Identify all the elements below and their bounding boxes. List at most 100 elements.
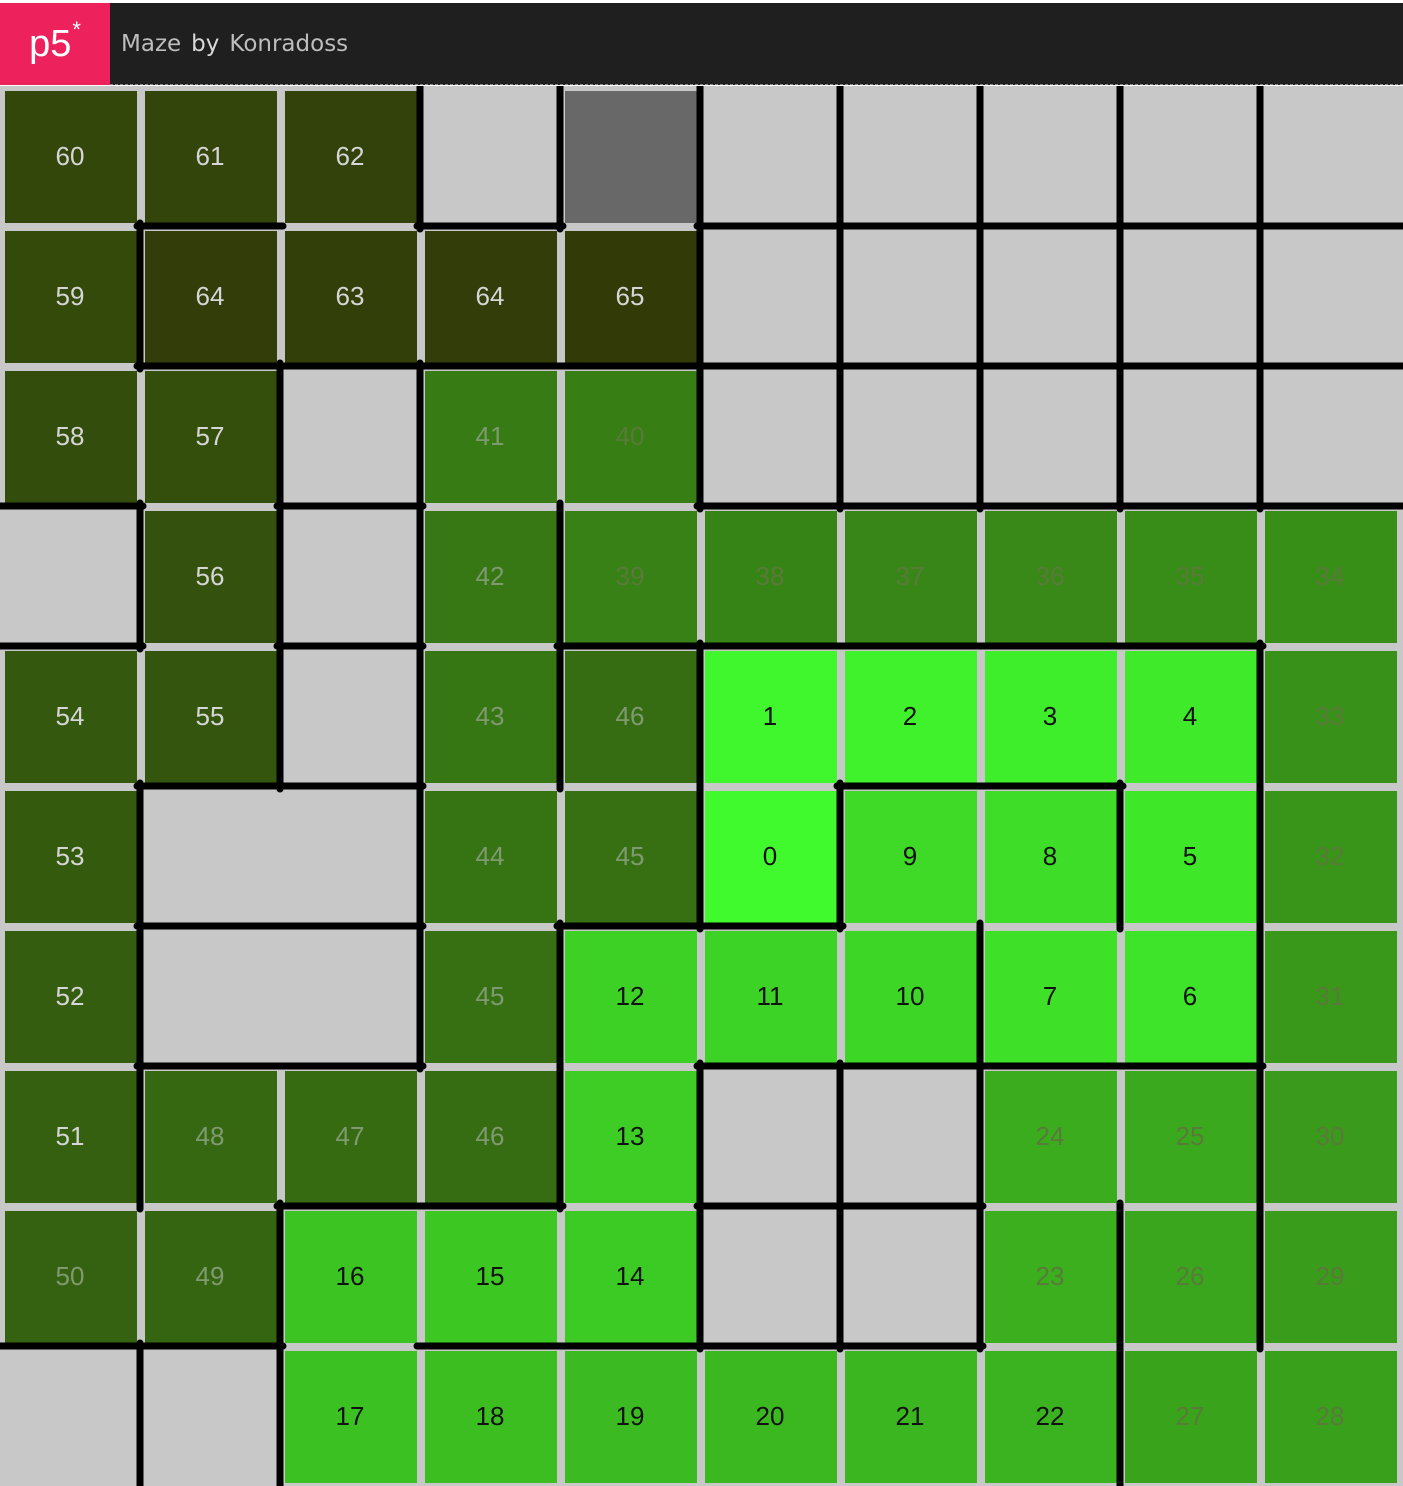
maze-cell <box>145 931 277 1063</box>
maze-cell <box>285 1071 417 1203</box>
maze-cell <box>845 931 977 1063</box>
maze-cell <box>565 91 697 223</box>
maze-cell <box>425 651 557 783</box>
maze-cell-number: 45 <box>616 841 645 871</box>
maze-cell-number: 65 <box>616 281 645 311</box>
maze-cell <box>145 1071 277 1203</box>
maze-cell-number: 7 <box>1043 981 1057 1011</box>
maze-cell-number: 22 <box>1036 1401 1065 1431</box>
maze-cell-number: 3 <box>1043 701 1057 731</box>
maze-cell <box>705 91 837 223</box>
p5-logo[interactable]: p5* <box>0 3 110 85</box>
maze-cell-number: 19 <box>616 1401 645 1431</box>
maze-cell-number: 57 <box>196 421 225 451</box>
maze-cell-number: 4 <box>1183 701 1197 731</box>
maze-cell <box>145 1211 277 1343</box>
maze-cell-number: 26 <box>1176 1261 1205 1291</box>
maze-cell <box>285 791 417 923</box>
maze-cell <box>145 791 277 923</box>
maze-cell <box>425 91 557 223</box>
maze-cell-number: 34 <box>1316 561 1345 591</box>
maze-cell <box>1265 231 1397 363</box>
maze-cell-number: 46 <box>476 1121 505 1151</box>
maze-cell-number: 59 <box>56 281 85 311</box>
maze-cell <box>285 91 417 223</box>
maze-cell <box>145 371 277 503</box>
maze-cell-number: 48 <box>196 1121 225 1151</box>
maze-cell-number: 60 <box>56 141 85 171</box>
maze-cell <box>1265 931 1397 1063</box>
maze-cell-number: 23 <box>1036 1261 1065 1291</box>
maze-cell <box>1265 651 1397 783</box>
maze-cell <box>145 231 277 363</box>
maze-cell <box>565 931 697 1063</box>
maze-cell <box>705 231 837 363</box>
maze-cell-number: 64 <box>476 281 505 311</box>
maze-cell-number: 55 <box>196 701 225 731</box>
maze-cell-number: 45 <box>476 981 505 1011</box>
maze-cell <box>985 91 1117 223</box>
maze-cell <box>425 1351 557 1483</box>
maze-cell <box>5 91 137 223</box>
maze-cell-number: 0 <box>763 841 777 871</box>
maze-cell-number: 53 <box>56 841 85 871</box>
maze-cell <box>845 1351 977 1483</box>
sketch-title: Maze by Konradoss <box>121 3 348 85</box>
maze-cell-number: 56 <box>196 561 225 591</box>
maze-cell-number: 24 <box>1036 1121 1065 1151</box>
maze-cell <box>985 1071 1117 1203</box>
maze-cell-number: 5 <box>1183 841 1197 871</box>
maze-cell-number: 21 <box>896 1401 925 1431</box>
maze-cell <box>145 91 277 223</box>
maze-cell-number: 20 <box>756 1401 785 1431</box>
maze-cell <box>285 371 417 503</box>
maze-cell <box>845 1211 977 1343</box>
maze-cell-number: 62 <box>336 141 365 171</box>
maze-cell <box>1125 1071 1257 1203</box>
maze-cell <box>1265 1071 1397 1203</box>
maze-cell <box>425 1211 557 1343</box>
maze-cell-number: 18 <box>476 1401 505 1431</box>
maze-cell-number: 11 <box>757 981 784 1011</box>
maze-cell-number: 42 <box>476 561 505 591</box>
by-label: by <box>191 31 220 57</box>
author-link[interactable]: Konradoss <box>229 31 349 57</box>
maze-cell <box>5 651 137 783</box>
maze-cell <box>845 791 977 923</box>
maze-cell-number: 13 <box>616 1121 645 1151</box>
maze-cell <box>1265 1351 1397 1483</box>
maze-cell <box>1125 651 1257 783</box>
maze-cell <box>5 1211 137 1343</box>
maze-cell-number: 63 <box>336 281 365 311</box>
maze-cell <box>565 511 697 643</box>
maze-cell-number: 61 <box>196 141 225 171</box>
maze-cell <box>985 511 1117 643</box>
maze-cell <box>5 1351 137 1483</box>
maze-cell-number: 14 <box>616 1261 645 1291</box>
maze-cell-number: 32 <box>1316 841 1345 871</box>
maze-cell <box>705 511 837 643</box>
maze-cell <box>5 231 137 363</box>
maze-cell <box>285 1351 417 1483</box>
maze-cell <box>425 371 557 503</box>
maze-cell-number: 29 <box>1316 1261 1345 1291</box>
maze-cell-number: 16 <box>336 1261 365 1291</box>
maze-cell <box>425 791 557 923</box>
maze-cell <box>285 651 417 783</box>
maze-cell <box>5 1071 137 1203</box>
maze-cell <box>845 651 977 783</box>
maze-cell <box>285 931 417 1063</box>
maze-cell-number: 54 <box>56 701 85 731</box>
maze-cell-number: 44 <box>476 841 505 871</box>
maze-cell <box>985 1351 1117 1483</box>
maze-cell <box>5 931 137 1063</box>
maze-cell <box>845 511 977 643</box>
maze-cell <box>845 91 977 223</box>
maze-cell <box>1125 91 1257 223</box>
maze-cell <box>985 931 1117 1063</box>
maze-cell <box>1125 791 1257 923</box>
maze-cell <box>705 1071 837 1203</box>
maze-cell-number: 58 <box>56 421 85 451</box>
